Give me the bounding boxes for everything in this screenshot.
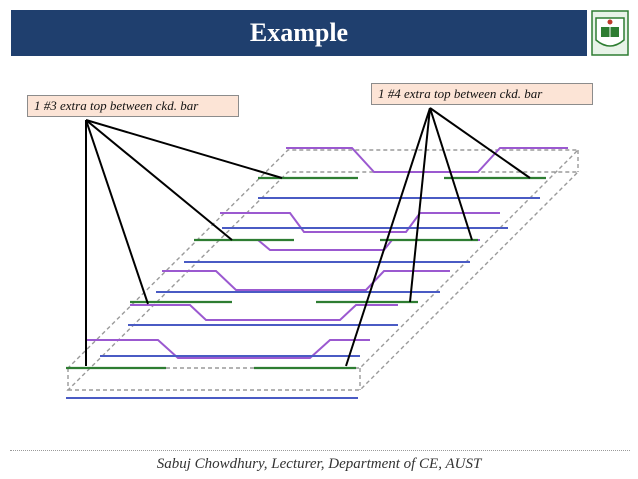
right-annotation-label: 1 #4 extra top between ckd. bar [371, 83, 593, 105]
cranked-bar [198, 239, 480, 251]
right-label-pointers [345, 107, 531, 367]
cranked-bar [162, 270, 450, 291]
cranked-bar [86, 339, 370, 359]
slab-outline [66, 149, 580, 391]
cranked-bar [220, 212, 500, 233]
cranked-bar [286, 147, 568, 173]
slide-title: Example [11, 10, 587, 56]
left-annotation-label: 1 #3 extra top between ckd. bar [27, 95, 239, 117]
cranked-bar [130, 304, 398, 321]
footer-credit: Sabuj Chowdhury, Lecturer, Department of… [156, 456, 482, 472]
left-label-pointers [85, 119, 283, 366]
university-logo [591, 10, 629, 56]
footer-divider [10, 450, 630, 451]
bottom-bars [66, 197, 540, 399]
